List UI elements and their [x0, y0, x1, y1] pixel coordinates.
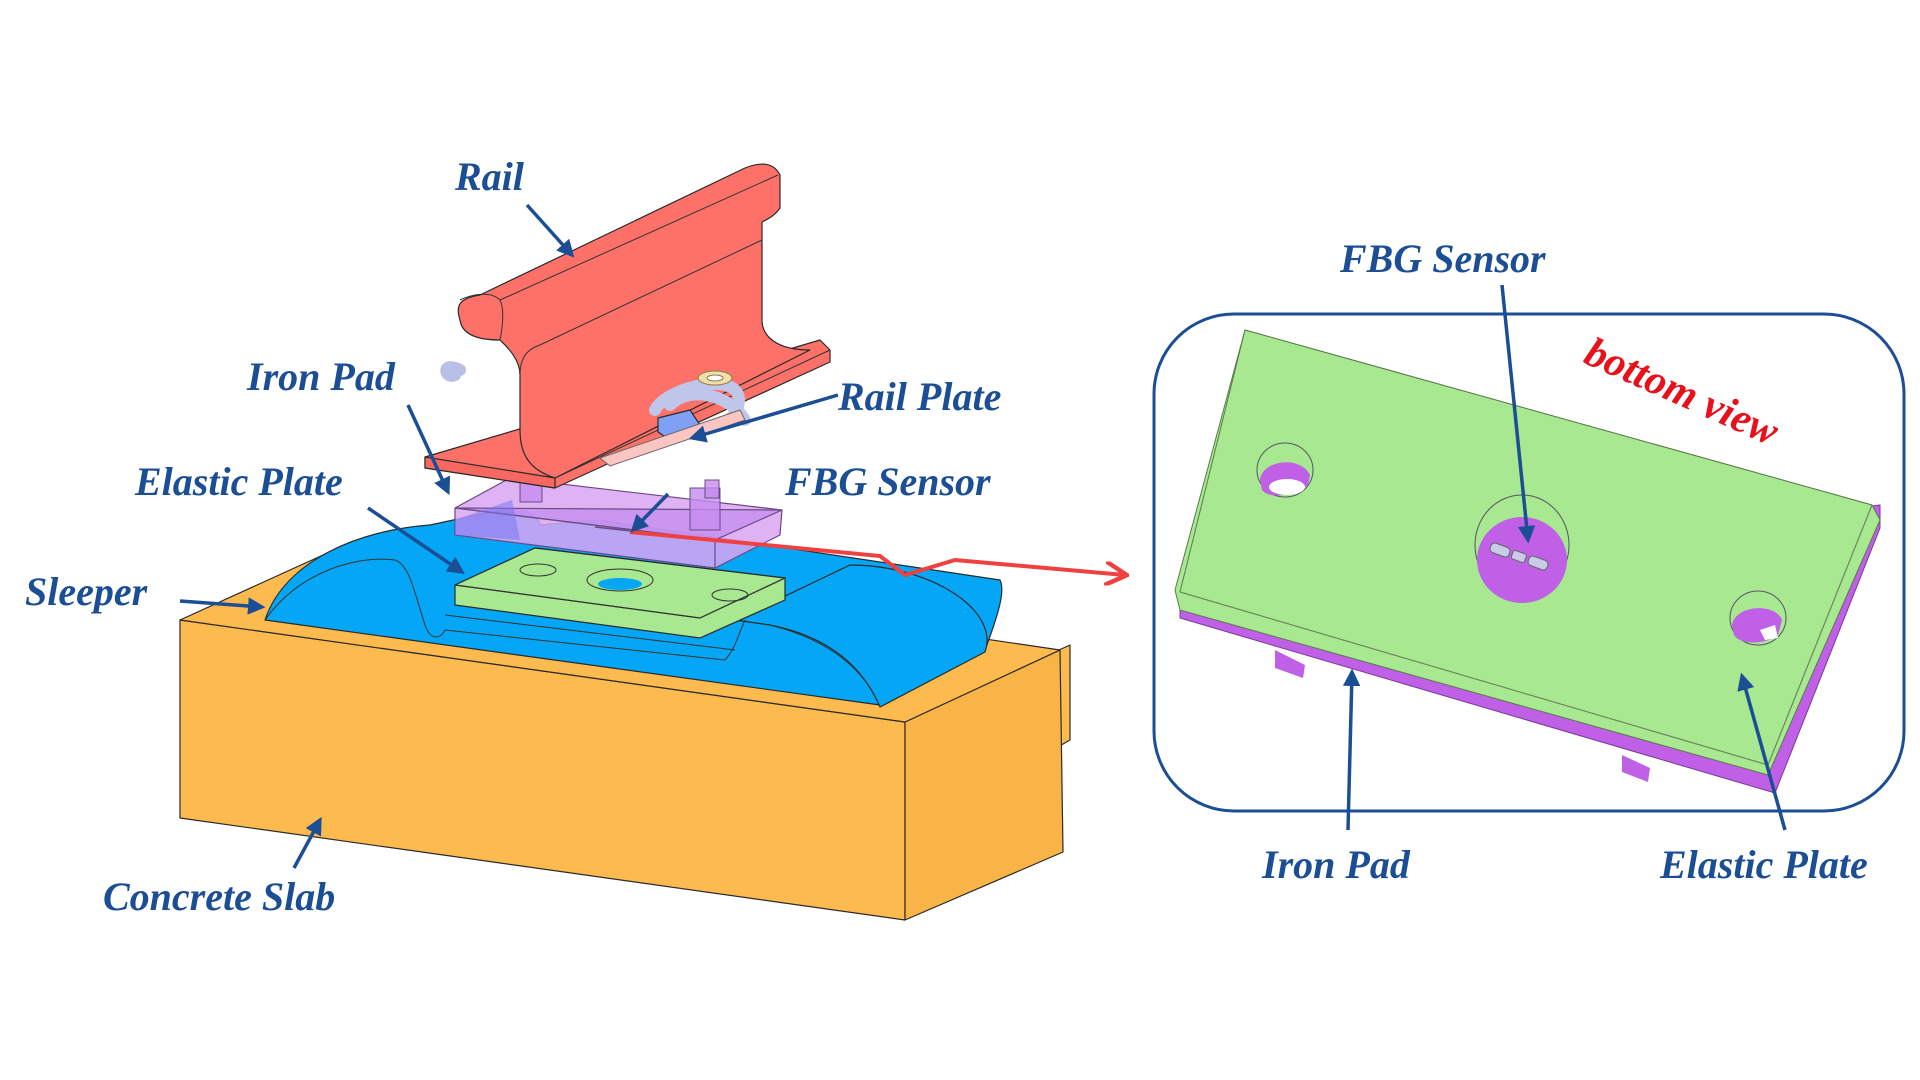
connector-arrow	[629, 530, 1125, 575]
label-rail-plate: Rail Plate	[837, 374, 1001, 419]
label-elastic-plate: Elastic Plate	[134, 459, 343, 504]
inset-fbg-sensor-arrow	[1500, 284, 1536, 544]
elastic-plate-arrow	[367, 506, 465, 574]
inset-frame	[1152, 312, 1906, 813]
label-fbg-sensor: FBG Sensor	[784, 459, 991, 504]
inset-iron-pad-arrow	[1342, 668, 1361, 831]
rail-arrow	[525, 203, 575, 258]
iron-pad	[454, 461, 783, 569]
inset-bottom-view	[1152, 312, 1906, 813]
concrete-slab-arrow	[292, 816, 322, 869]
inset-label-elastic-plate: Elastic Plate	[1659, 842, 1868, 887]
label-iron-pad: Iron Pad	[246, 354, 396, 399]
rail-plate-arrow	[688, 393, 839, 443]
sleeper-arrow	[179, 597, 266, 615]
fbg-sensor-glyph	[1489, 542, 1549, 571]
rail	[424, 163, 831, 489]
fbg-sensor-arrow	[630, 492, 670, 533]
inset-label-iron-pad: Iron Pad	[1261, 842, 1411, 887]
iron-pad-arrow	[406, 404, 451, 496]
label-rail: Rail	[454, 154, 525, 199]
elastic-plate	[454, 547, 786, 639]
label-sleeper: Sleeper	[25, 569, 148, 614]
inset-elastic-plate-arrow	[1737, 672, 1787, 831]
inset-label-fbg-sensor: FBG Sensor	[1339, 236, 1546, 281]
label-concrete-slab: Concrete Slab	[103, 874, 335, 919]
